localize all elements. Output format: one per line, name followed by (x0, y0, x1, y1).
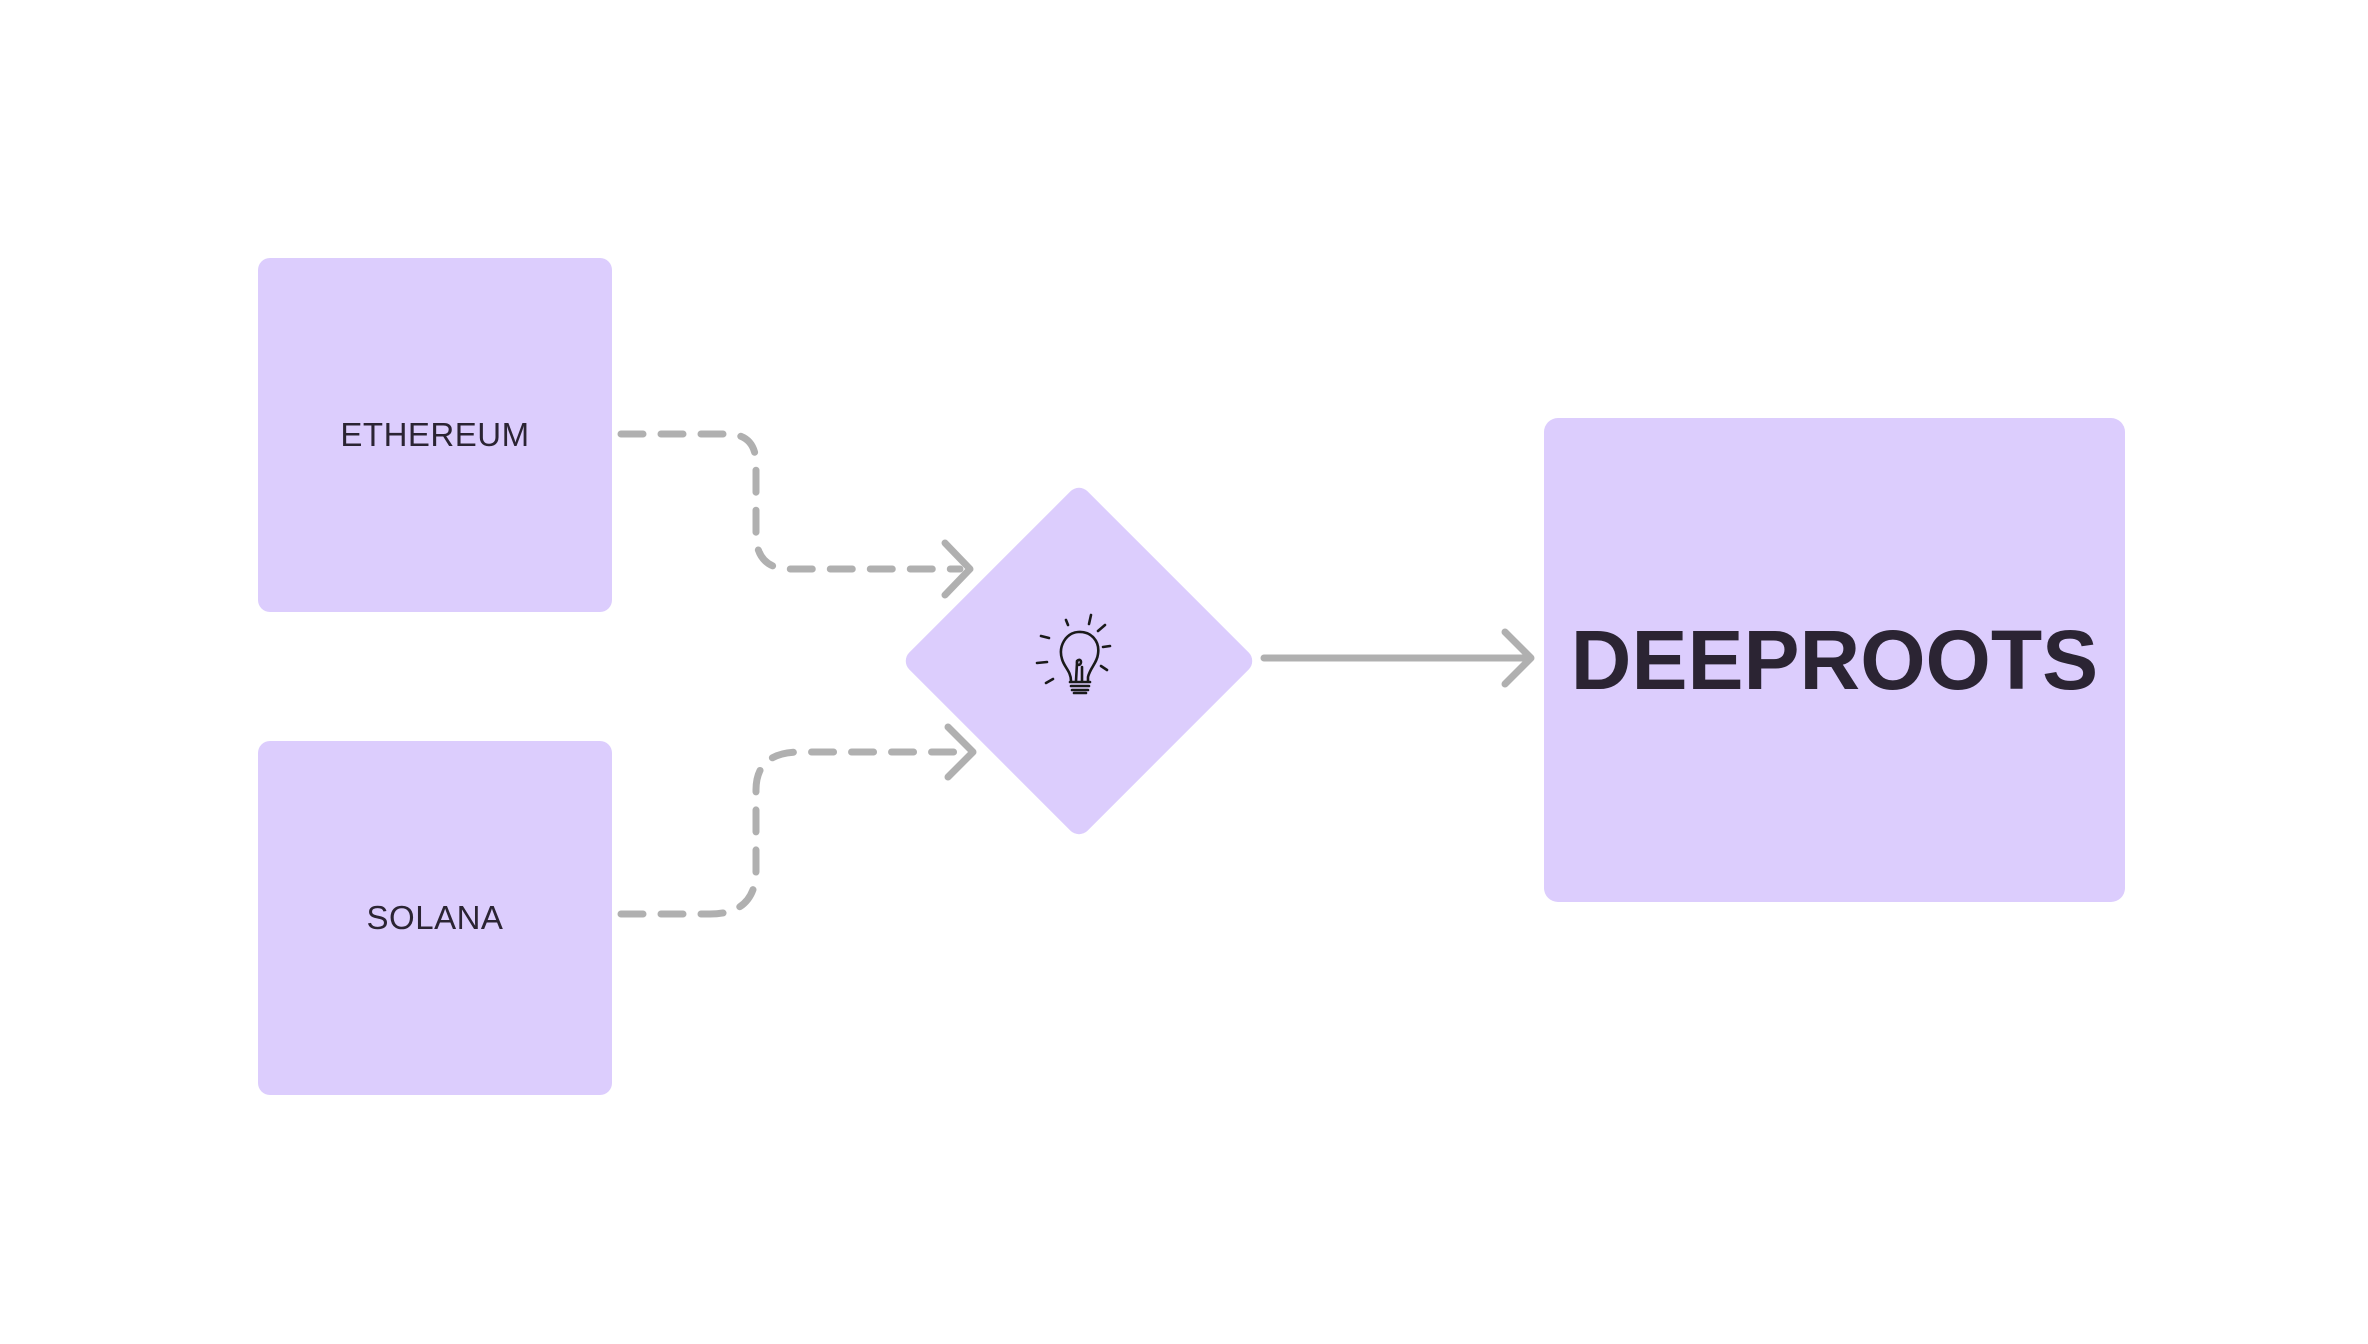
lightbulb-icon (1035, 613, 1112, 695)
node-ethereum[interactable]: ETHEREUM (258, 258, 612, 612)
node-idea-diamond[interactable] (900, 482, 1258, 840)
node-deeproots[interactable]: DEEPROOTS (1544, 418, 2125, 902)
node-deeproots-label: DEEPROOTS (1570, 612, 2099, 707)
arrowhead-idea-to-deeproots (1501, 628, 1535, 688)
node-solana-label: SOLANA (366, 899, 504, 936)
node-ethereum-label: ETHEREUM (340, 416, 530, 453)
node-solana[interactable]: SOLANA (258, 741, 612, 1095)
